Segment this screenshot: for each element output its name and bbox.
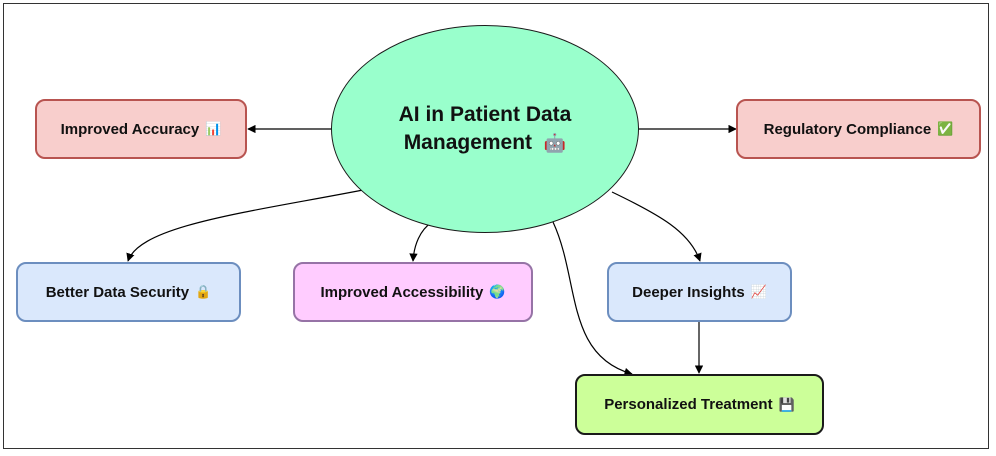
node-label: Better Data Security — [45, 283, 190, 301]
node-personalized-treatment: Personalized Treatment 💾 — [575, 374, 824, 435]
edge-center-to-improved-accessibility — [409, 221, 433, 262]
node-regulatory-compliance: Regulatory Compliance ✅ — [736, 99, 981, 159]
check-mark-icon: ✅ — [937, 121, 954, 136]
chart-increasing-icon: 📈 — [750, 284, 767, 299]
central-topic-label: AI in Patient Data Management — [398, 103, 572, 154]
node-label: Deeper Insights — [632, 283, 745, 301]
edge-center-to-deeper-insights — [611, 191, 702, 262]
globe-icon: 🌍 — [489, 284, 506, 299]
node-label: Regulatory Compliance — [763, 120, 932, 138]
robot-icon: 🤖 — [543, 133, 567, 153]
bar-chart-icon: 📊 — [205, 121, 222, 136]
edge-center-to-better-data-security — [126, 189, 364, 262]
node-label: Improved Accuracy — [60, 120, 200, 138]
node-deeper-insights: Deeper Insights 📈 — [607, 262, 792, 322]
edge-center-to-personalized-treatment — [552, 221, 633, 376]
lock-icon: 🔒 — [195, 284, 212, 299]
node-improved-accuracy: Improved Accuracy 📊 — [35, 99, 247, 159]
node-label: Personalized Treatment — [604, 396, 773, 413]
floppy-disk-icon: 💾 — [778, 396, 795, 412]
central-topic-ellipse: AI in Patient Data Management 🤖 — [331, 25, 639, 233]
node-improved-accessibility: Improved Accessibility 🌍 — [293, 262, 533, 322]
node-label: Improved Accessibility — [320, 283, 484, 301]
node-better-data-security: Better Data Security 🔒 — [16, 262, 241, 322]
